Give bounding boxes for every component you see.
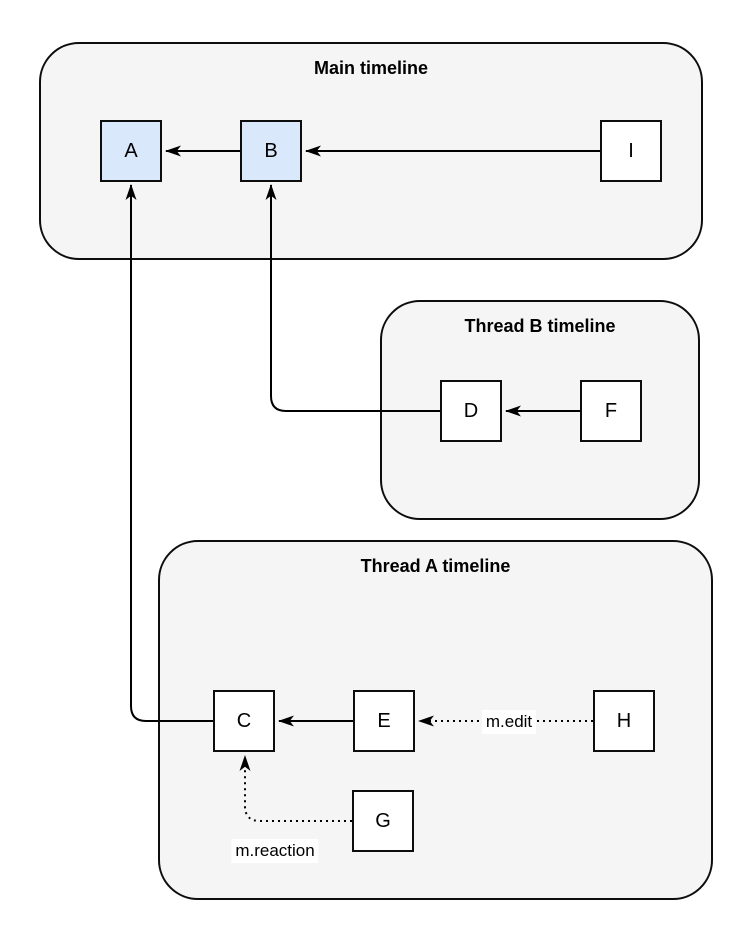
event-node-c-label: C [236,709,252,732]
event-node-h-label: H [616,709,632,732]
event-node-d: D [440,380,502,442]
event-node-e: E [353,690,415,752]
group-thread-b-timeline: Thread B timeline [380,300,700,520]
event-node-f-label: F [604,399,618,422]
event-node-a-label: A [124,139,138,162]
group-thread-a-timeline-title: Thread A timeline [360,556,511,576]
event-node-b: B [240,120,302,182]
event-node-a: A [100,120,162,182]
event-node-b-label: B [264,139,278,162]
event-node-f: F [580,380,642,442]
event-node-h: H [593,690,655,752]
event-node-d-label: D [463,399,479,422]
edge-label-m-edit: m.edit [481,710,537,734]
group-thread-b-timeline-title: Thread B timeline [464,316,616,336]
event-node-c: C [213,690,275,752]
edge-label-m-reaction: m.reaction [231,839,319,863]
event-node-g-label: G [375,809,391,832]
group-main-timeline-title: Main timeline [313,58,429,78]
event-node-i: I [600,120,662,182]
event-node-e-label: E [377,709,391,732]
event-node-g: G [352,790,414,852]
event-node-i-label: I [628,139,634,162]
